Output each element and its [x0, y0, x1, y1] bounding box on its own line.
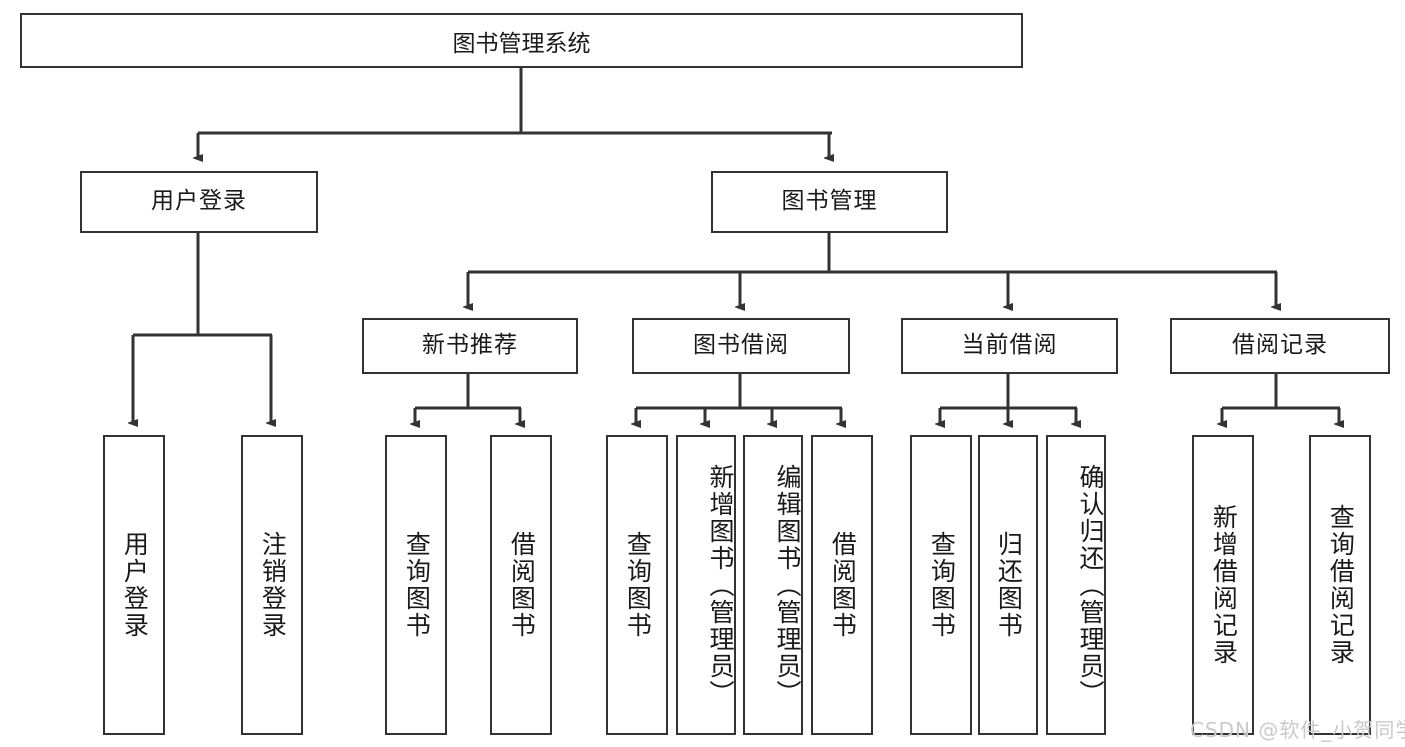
leaf-query-book-borrow[interactable]: 查询图书	[606, 435, 668, 735]
node-label: 确认归还（管理员）	[1076, 463, 1105, 707]
node-label: 图书管理系统	[452, 30, 591, 57]
node-label: 用户登录	[151, 188, 247, 215]
node-label: 查询图书	[927, 531, 957, 639]
node-root-system[interactable]: 图书管理系统	[20, 13, 1023, 68]
leaf-user-login[interactable]: 用户登录	[103, 435, 165, 735]
leaf-borrow-book[interactable]: 借阅图书	[811, 435, 873, 735]
node-borrow-record[interactable]: 借阅记录	[1170, 318, 1390, 374]
leaf-add-borrow-record[interactable]: 新增借阅记录	[1192, 435, 1254, 735]
leaf-return-book[interactable]: 归还图书	[978, 435, 1038, 735]
node-label: 用户登录	[120, 531, 150, 639]
node-label: 图书借阅	[693, 332, 789, 359]
node-new-book-recommend[interactable]: 新书推荐	[362, 318, 578, 374]
leaf-edit-book-admin[interactable]: 编辑图书（管理员）	[743, 435, 803, 735]
leaf-logout[interactable]: 注销登录	[241, 435, 303, 735]
watermark-text: CSDN @软件_小贺同学	[1190, 718, 1405, 742]
node-label: 借阅图书	[828, 531, 858, 639]
node-label: 归还图书	[994, 531, 1024, 639]
node-label: 查询图书	[402, 531, 432, 639]
node-user-login[interactable]: 用户登录	[80, 171, 318, 233]
leaf-borrow-book-recommend[interactable]: 借阅图书	[490, 435, 552, 735]
leaf-query-book-recommend[interactable]: 查询图书	[385, 435, 447, 735]
node-book-management[interactable]: 图书管理	[711, 171, 948, 233]
leaf-query-book-current[interactable]: 查询图书	[910, 435, 972, 735]
node-label: 查询图书	[623, 531, 653, 639]
node-label: 借阅图书	[507, 531, 537, 639]
node-label: 新增借阅记录	[1209, 504, 1239, 666]
node-label: 借阅记录	[1232, 332, 1328, 359]
leaf-query-borrow-record[interactable]: 查询借阅记录	[1309, 435, 1371, 735]
node-label: 编辑图书（管理员）	[773, 463, 802, 707]
node-label: 新增图书（管理员）	[706, 463, 735, 707]
node-label: 查询借阅记录	[1326, 504, 1356, 666]
node-label: 注销登录	[258, 531, 288, 639]
node-label: 新书推荐	[422, 332, 518, 359]
leaf-add-book-admin[interactable]: 新增图书（管理员）	[676, 435, 736, 735]
leaf-confirm-return-admin[interactable]: 确认归还（管理员）	[1046, 435, 1106, 735]
node-label: 当前借阅	[961, 332, 1058, 359]
node-label: 图书管理	[781, 188, 878, 215]
node-current-borrow[interactable]: 当前借阅	[901, 318, 1118, 374]
node-book-borrow[interactable]: 图书借阅	[632, 318, 850, 374]
